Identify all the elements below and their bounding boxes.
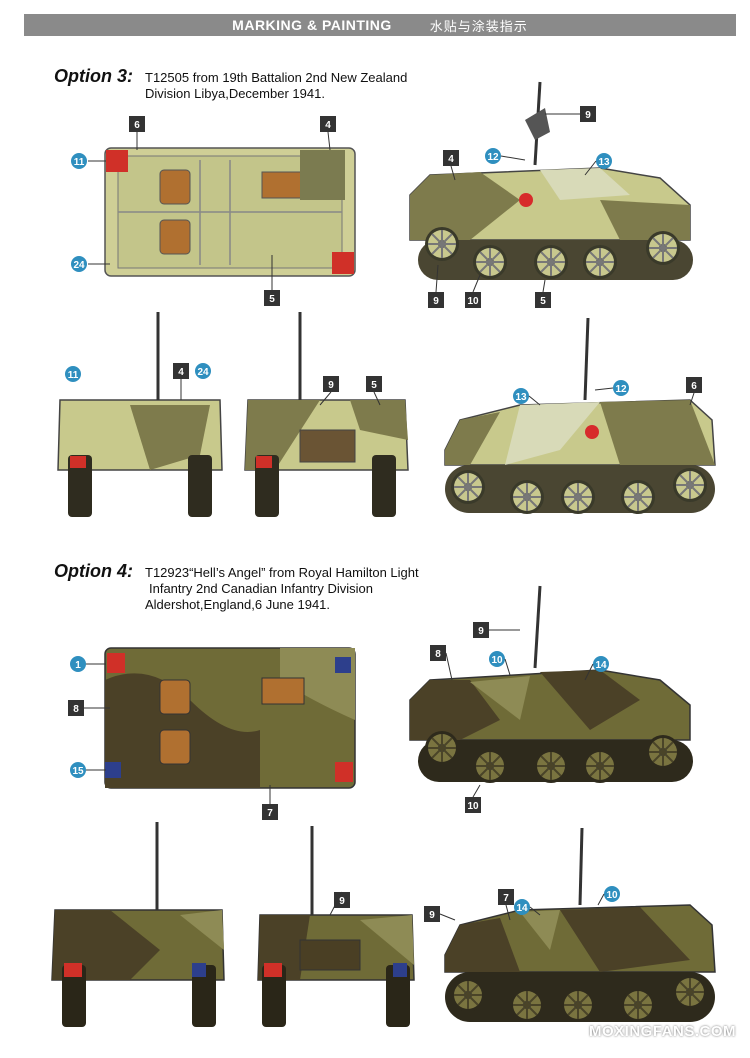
- callouts-blue: 11 24 12 13 11 24 13 12 1 15 10 14 14 10: [65, 148, 629, 915]
- header-title-cn: 水贴与涂装指示: [429, 18, 528, 34]
- svg-text:10: 10: [491, 655, 503, 666]
- svg-text:24: 24: [73, 260, 85, 271]
- option-3-label: Option 3:: [54, 66, 133, 86]
- option-4-desc-line: T12923“Hell’s Angel” from Royal Hamilton…: [145, 565, 419, 580]
- option-3-top-view: [104, 147, 356, 277]
- option-3-description: T12505 from 19th Battalion 2nd New Zeala…: [145, 70, 407, 102]
- option-3-side-view-right: [444, 317, 716, 515]
- svg-text:7: 7: [503, 893, 509, 904]
- section-header: MARKING & PAINTING 水贴与涂装指示: [24, 14, 736, 36]
- svg-text:4: 4: [178, 367, 184, 378]
- svg-text:24: 24: [197, 367, 209, 378]
- svg-text:9: 9: [328, 380, 334, 391]
- option-4-side-view-left: [409, 585, 693, 784]
- svg-text:8: 8: [73, 704, 79, 715]
- svg-text:5: 5: [540, 296, 546, 307]
- svg-text:5: 5: [269, 294, 275, 305]
- svg-text:4: 4: [325, 120, 331, 131]
- option-4-desc-line: Infantry 2nd Canadian Infantry Division: [149, 581, 374, 596]
- svg-text:1: 1: [75, 660, 81, 671]
- leader-lines: [84, 113, 695, 921]
- svg-text:12: 12: [615, 384, 627, 395]
- svg-text:9: 9: [339, 896, 345, 907]
- svg-text:4: 4: [448, 154, 454, 165]
- svg-text:9: 9: [585, 110, 591, 121]
- svg-text:5: 5: [371, 380, 377, 391]
- header-title: MARKING & PAINTING: [232, 17, 392, 33]
- watermark: MOXINGFANS.COM: [588, 1023, 736, 1040]
- svg-text:6: 6: [691, 381, 697, 392]
- option-4-label: Option 4:: [54, 561, 133, 581]
- svg-text:14: 14: [595, 660, 607, 671]
- svg-text:9: 9: [433, 296, 439, 307]
- option-4-desc-line: Aldershot,England,6 June 1941.: [145, 597, 331, 612]
- option-4-front-view: [51, 822, 225, 1027]
- option-3-front-view: [57, 312, 223, 517]
- svg-text:10: 10: [606, 890, 618, 901]
- svg-text:12: 12: [487, 152, 499, 163]
- option-3-rear-view: [244, 312, 409, 517]
- svg-text:9: 9: [478, 626, 484, 637]
- svg-text:13: 13: [598, 157, 610, 168]
- option-3-desc-line: Division Libya,December 1941.: [145, 86, 325, 101]
- option-3-side-view-left: [409, 81, 693, 280]
- svg-text:9: 9: [429, 910, 435, 921]
- option-4-rear-view: [257, 826, 415, 1027]
- svg-text:6: 6: [134, 120, 140, 131]
- option-3-desc-line: T12505 from 19th Battalion 2nd New Zeala…: [145, 70, 408, 85]
- option-4-side-view-right: [444, 827, 716, 1023]
- svg-text:10: 10: [467, 296, 479, 307]
- svg-text:14: 14: [516, 903, 528, 914]
- option-4-description: T12923“Hell’s Angel” from Royal Hamilton…: [145, 565, 419, 613]
- svg-text:7: 7: [267, 808, 273, 819]
- svg-text:13: 13: [515, 392, 527, 403]
- svg-text:11: 11: [68, 370, 79, 381]
- svg-text:11: 11: [74, 157, 85, 168]
- option-4-top-view: [104, 647, 356, 789]
- callouts-dark: 6 4 9 4 5 9 10 5 4 9 5 6 8 8 7 9 10 9 9 …: [68, 106, 702, 922]
- svg-text:10: 10: [467, 801, 479, 812]
- svg-text:15: 15: [72, 766, 84, 777]
- svg-text:8: 8: [435, 649, 441, 660]
